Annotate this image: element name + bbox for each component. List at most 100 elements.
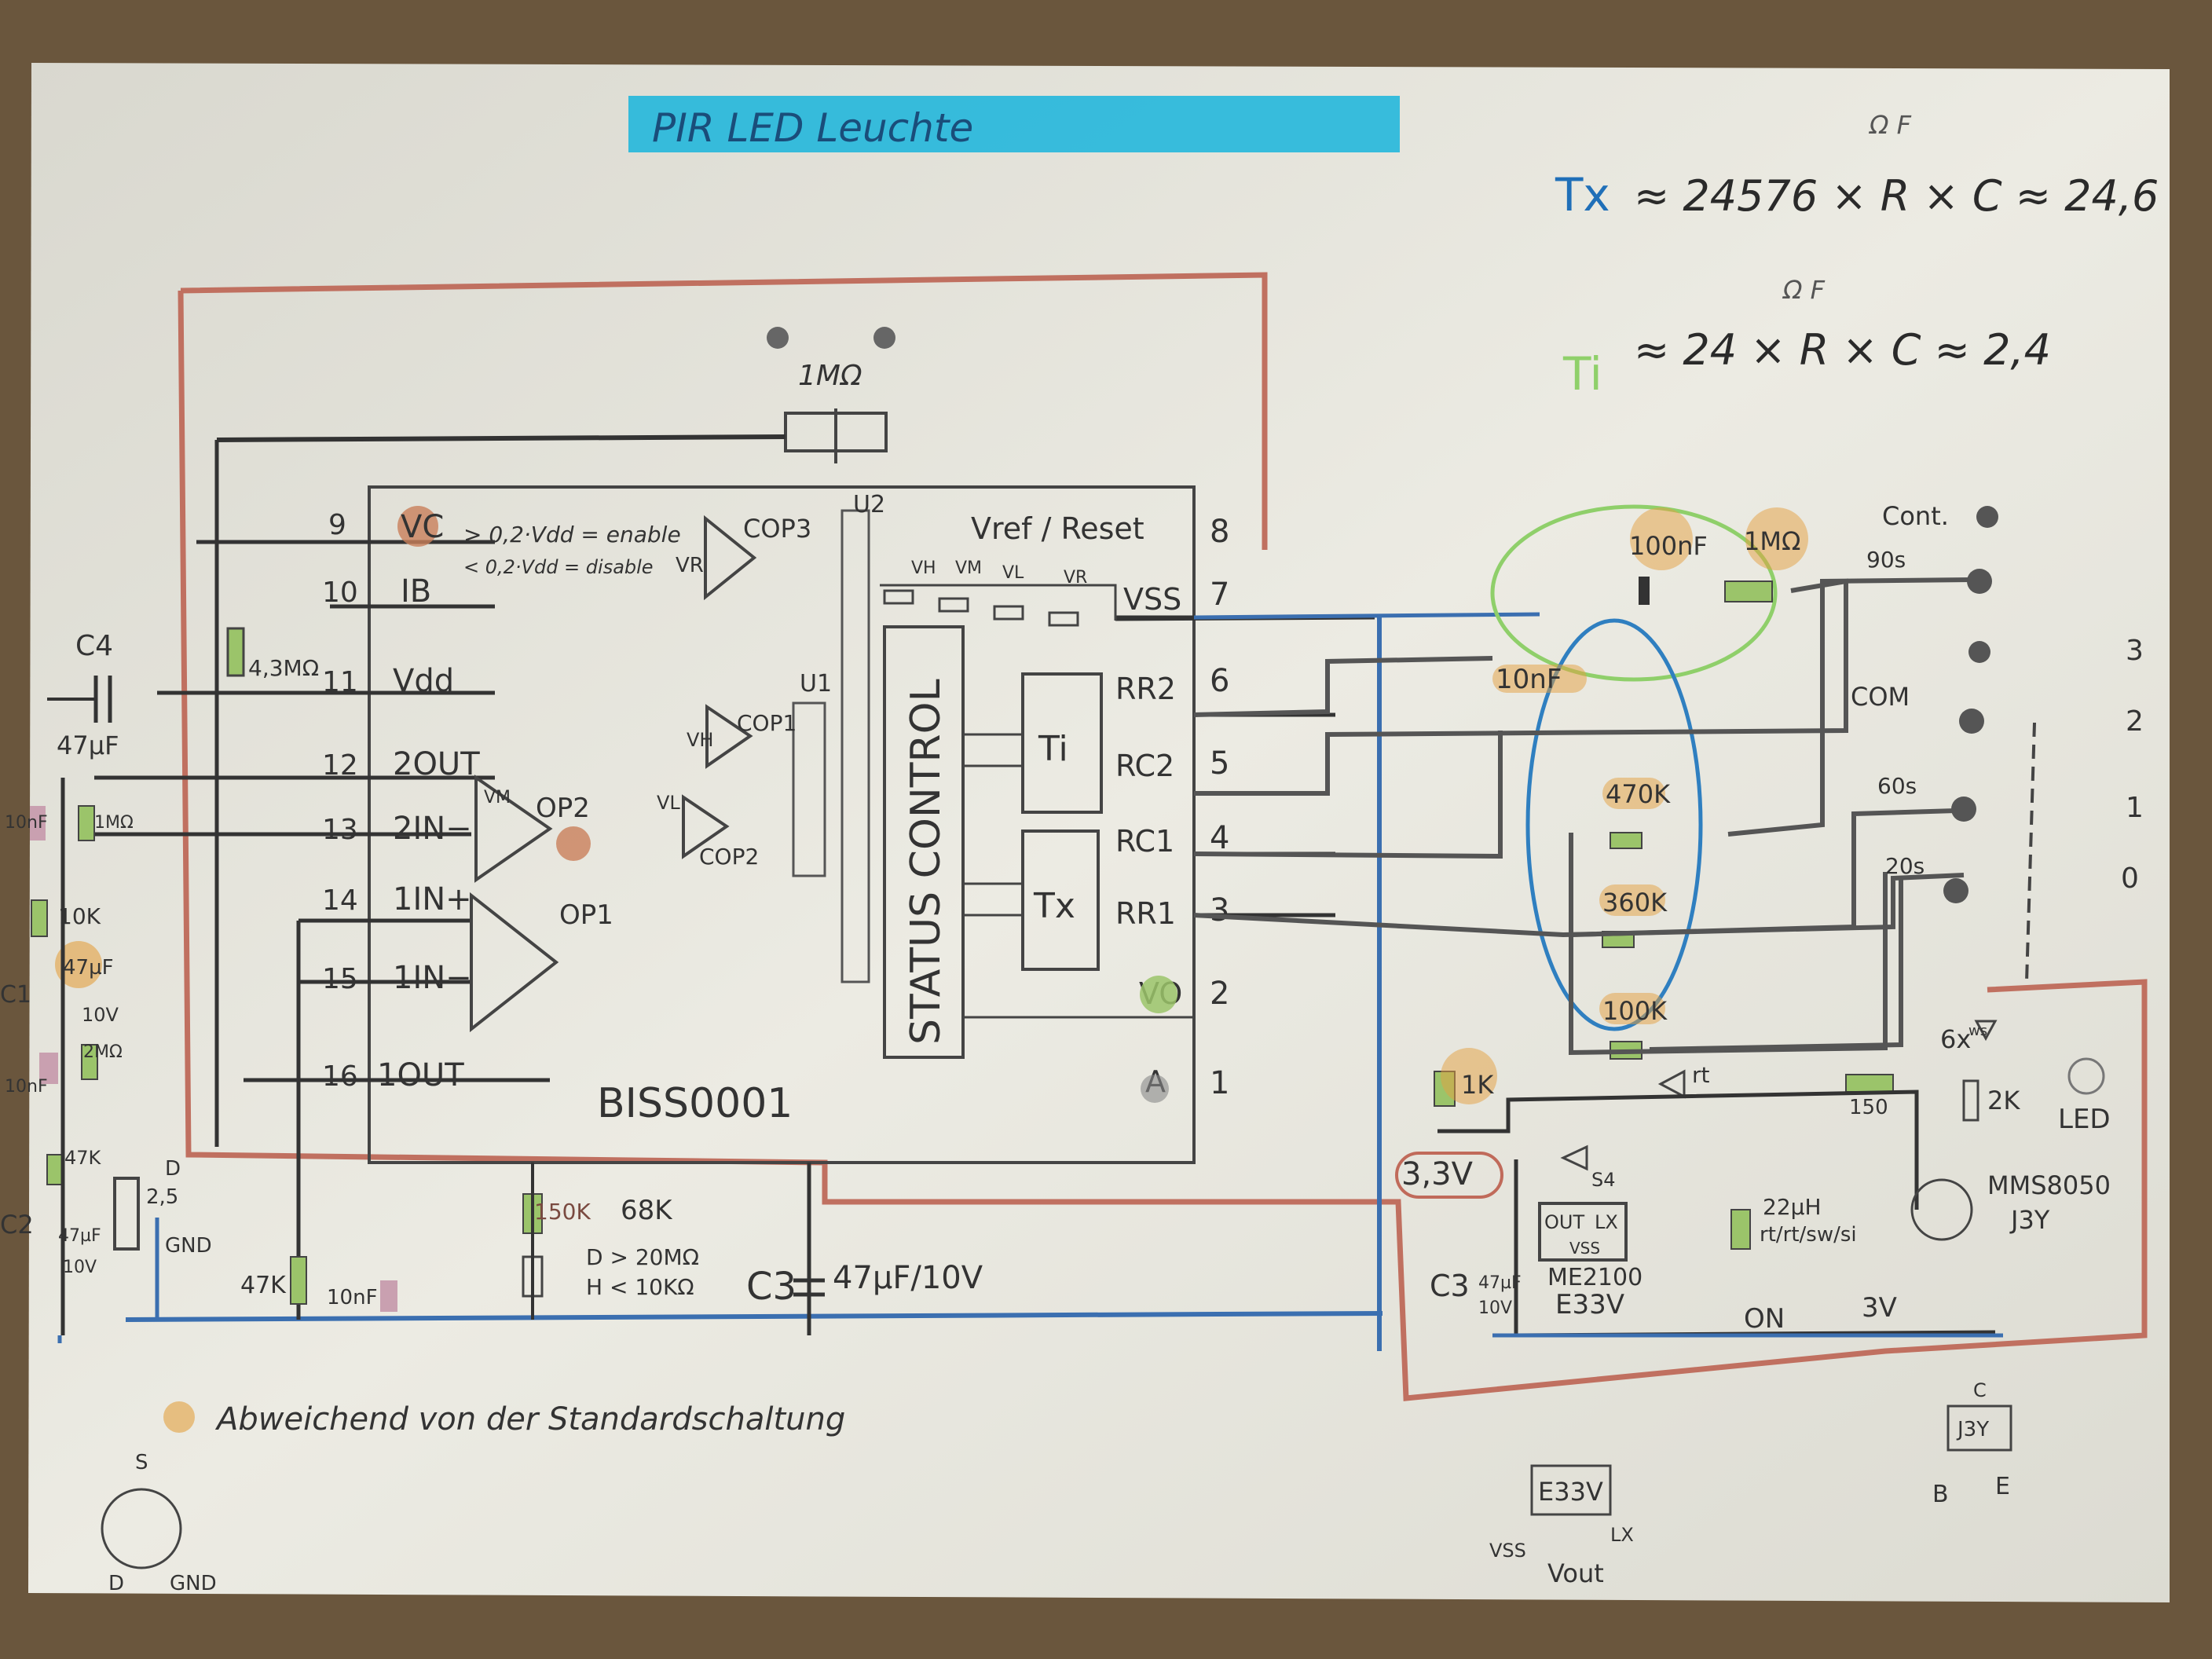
svg-text:VR: VR xyxy=(1064,568,1087,588)
resistor-ladder xyxy=(880,584,1117,627)
pir-d-label: D xyxy=(165,1157,181,1181)
cop1-vh-label: VH xyxy=(687,729,713,751)
c-10n-bottom-label: 10nF xyxy=(327,1286,378,1309)
c-10n-left-label: 10nF xyxy=(5,813,48,833)
ic-name: BISS0001 xyxy=(597,1080,793,1127)
c-10n-left2 xyxy=(39,1053,58,1084)
c3-right-label: C3 xyxy=(1430,1269,1470,1303)
pinout-reg-vss: VSS xyxy=(1489,1540,1526,1562)
cop3-label: COP3 xyxy=(743,514,811,544)
ti-block-label: Ti xyxy=(1038,729,1068,769)
c2-value: 47µF xyxy=(58,1226,101,1246)
status-led xyxy=(1657,1069,1686,1099)
pinout-pir-s: S xyxy=(135,1451,148,1474)
pinout-tr-b: B xyxy=(1932,1481,1949,1508)
ldr-dark: D > 20MΩ xyxy=(586,1244,699,1270)
white-led-array xyxy=(1974,1020,1998,1042)
svg-text:14: 14 xyxy=(322,884,358,917)
left-pins: 9 10 11 12 13 14 15 16 xyxy=(322,509,358,1093)
svg-text:Vref / Reset: Vref / Reset xyxy=(971,511,1144,546)
r-47k-left-label: 47K xyxy=(64,1147,102,1169)
svg-text:3: 3 xyxy=(2126,635,2144,667)
reg-out-label: OUT xyxy=(1544,1211,1584,1233)
c3-main-label: C3 xyxy=(746,1265,797,1309)
svg-text:11: 11 xyxy=(322,666,358,698)
u2-label: U2 xyxy=(853,491,885,518)
svg-text:15: 15 xyxy=(322,963,358,995)
pinout-reg-lx: LX xyxy=(1610,1524,1634,1546)
c2-label: C2 xyxy=(0,1210,34,1240)
ti-formula: ≈ 24 × R × C ≈ 2,4 xyxy=(1634,325,2051,375)
r-470k xyxy=(1610,832,1643,849)
a-pin-mark xyxy=(1141,1075,1169,1103)
c1-highlight-mark xyxy=(55,941,102,988)
c-100n-label: 100nF xyxy=(1629,531,1708,561)
pir-pinout-icon xyxy=(101,1488,182,1569)
svg-text:7: 7 xyxy=(1210,577,1229,613)
diagram-title: PIR LED Leuchte xyxy=(652,105,973,151)
c-10n-bottom xyxy=(380,1280,397,1312)
r-2m-label: 2MΩ xyxy=(83,1042,123,1062)
tx-formula: ≈ 24576 × R × C ≈ 24,6 xyxy=(1634,171,2159,221)
vss-blue-wire xyxy=(1193,612,1540,620)
r-470k-label: 470K xyxy=(1606,779,1671,809)
ladder-labels: VH VM VL VR xyxy=(911,558,1087,588)
r-150-label: 150 xyxy=(1849,1096,1888,1119)
r-1k-label: 1K xyxy=(1461,1070,1494,1100)
c-100n xyxy=(1639,577,1650,605)
svg-text:13: 13 xyxy=(322,814,358,846)
c3-right-voltage: 10V xyxy=(1478,1298,1512,1318)
svg-text:VSS: VSS xyxy=(1123,582,1181,617)
legend-note: Abweichend von der Standardschaltung xyxy=(214,1401,845,1437)
svg-text:8: 8 xyxy=(1210,514,1229,550)
transistor-label: MMS8050 xyxy=(1987,1170,2111,1200)
svg-text:2OUT: 2OUT xyxy=(393,746,480,782)
op1-label: OP1 xyxy=(559,899,613,931)
svg-text:1IN−: 1IN− xyxy=(393,960,472,996)
pinout-reg-code: E33V xyxy=(1538,1477,1603,1507)
ti-units: Ω F xyxy=(1782,275,1826,305)
led-supply-wire xyxy=(1437,1090,1919,1210)
c-10n-left xyxy=(30,806,46,840)
pot-pad-right xyxy=(873,327,895,349)
ldr-old-value: 150K xyxy=(534,1199,591,1225)
svg-text:5: 5 xyxy=(1210,745,1229,782)
regulator-pinout xyxy=(1530,1464,1612,1516)
r-360k-mark xyxy=(1599,884,1665,916)
vo-highlight-mark xyxy=(1140,976,1177,1013)
svg-text:1OUT: 1OUT xyxy=(377,1057,464,1093)
c-10n-left2-label: 10nF xyxy=(5,1077,48,1097)
cop2-vl-label: VL xyxy=(657,792,680,814)
r-1k-mark xyxy=(1441,1048,1497,1104)
u1-label: U1 xyxy=(800,670,832,698)
reg-code: E33V xyxy=(1555,1289,1624,1320)
c1-voltage: 10V xyxy=(82,1004,119,1026)
transistor-code: J3Y xyxy=(2009,1205,2050,1235)
tx-network-circle xyxy=(1525,618,1703,1031)
r-10k xyxy=(31,899,48,937)
switch-90s-label: 90s xyxy=(1866,547,1906,573)
pir-gnd-label: GND xyxy=(165,1234,212,1258)
switch-position-numbers: 3 2 1 0 xyxy=(2121,635,2144,895)
r-1m-ti xyxy=(1724,580,1773,602)
ic-body xyxy=(368,485,1196,1164)
pinout-tr-code: J3Y xyxy=(1956,1418,1989,1441)
right-pins: 8 7 6 5 4 3 2 1 xyxy=(1210,514,1229,1101)
svg-text:0: 0 xyxy=(2121,862,2139,895)
pot-wire xyxy=(216,434,786,442)
ti-label: Ti xyxy=(1562,347,1602,401)
tx-block xyxy=(1021,830,1100,971)
ground-rail-blue xyxy=(125,1311,1383,1322)
r-1m-ti-label: 1MΩ xyxy=(1744,526,1800,556)
c3-main-value: 47µF/10V xyxy=(833,1260,983,1296)
cop1-label: COP1 xyxy=(737,710,797,736)
svg-text:2IN−: 2IN− xyxy=(393,811,472,847)
ldr-light: H < 10KΩ xyxy=(586,1274,694,1300)
svg-text:VM: VM xyxy=(955,558,982,578)
switch-60s-label: 60s xyxy=(1877,773,1917,799)
schottky-diode xyxy=(1560,1144,1588,1171)
c4-label: C4 xyxy=(75,630,113,662)
status-led-color: rt xyxy=(1692,1062,1710,1088)
reg-name: ME2100 xyxy=(1547,1264,1643,1291)
